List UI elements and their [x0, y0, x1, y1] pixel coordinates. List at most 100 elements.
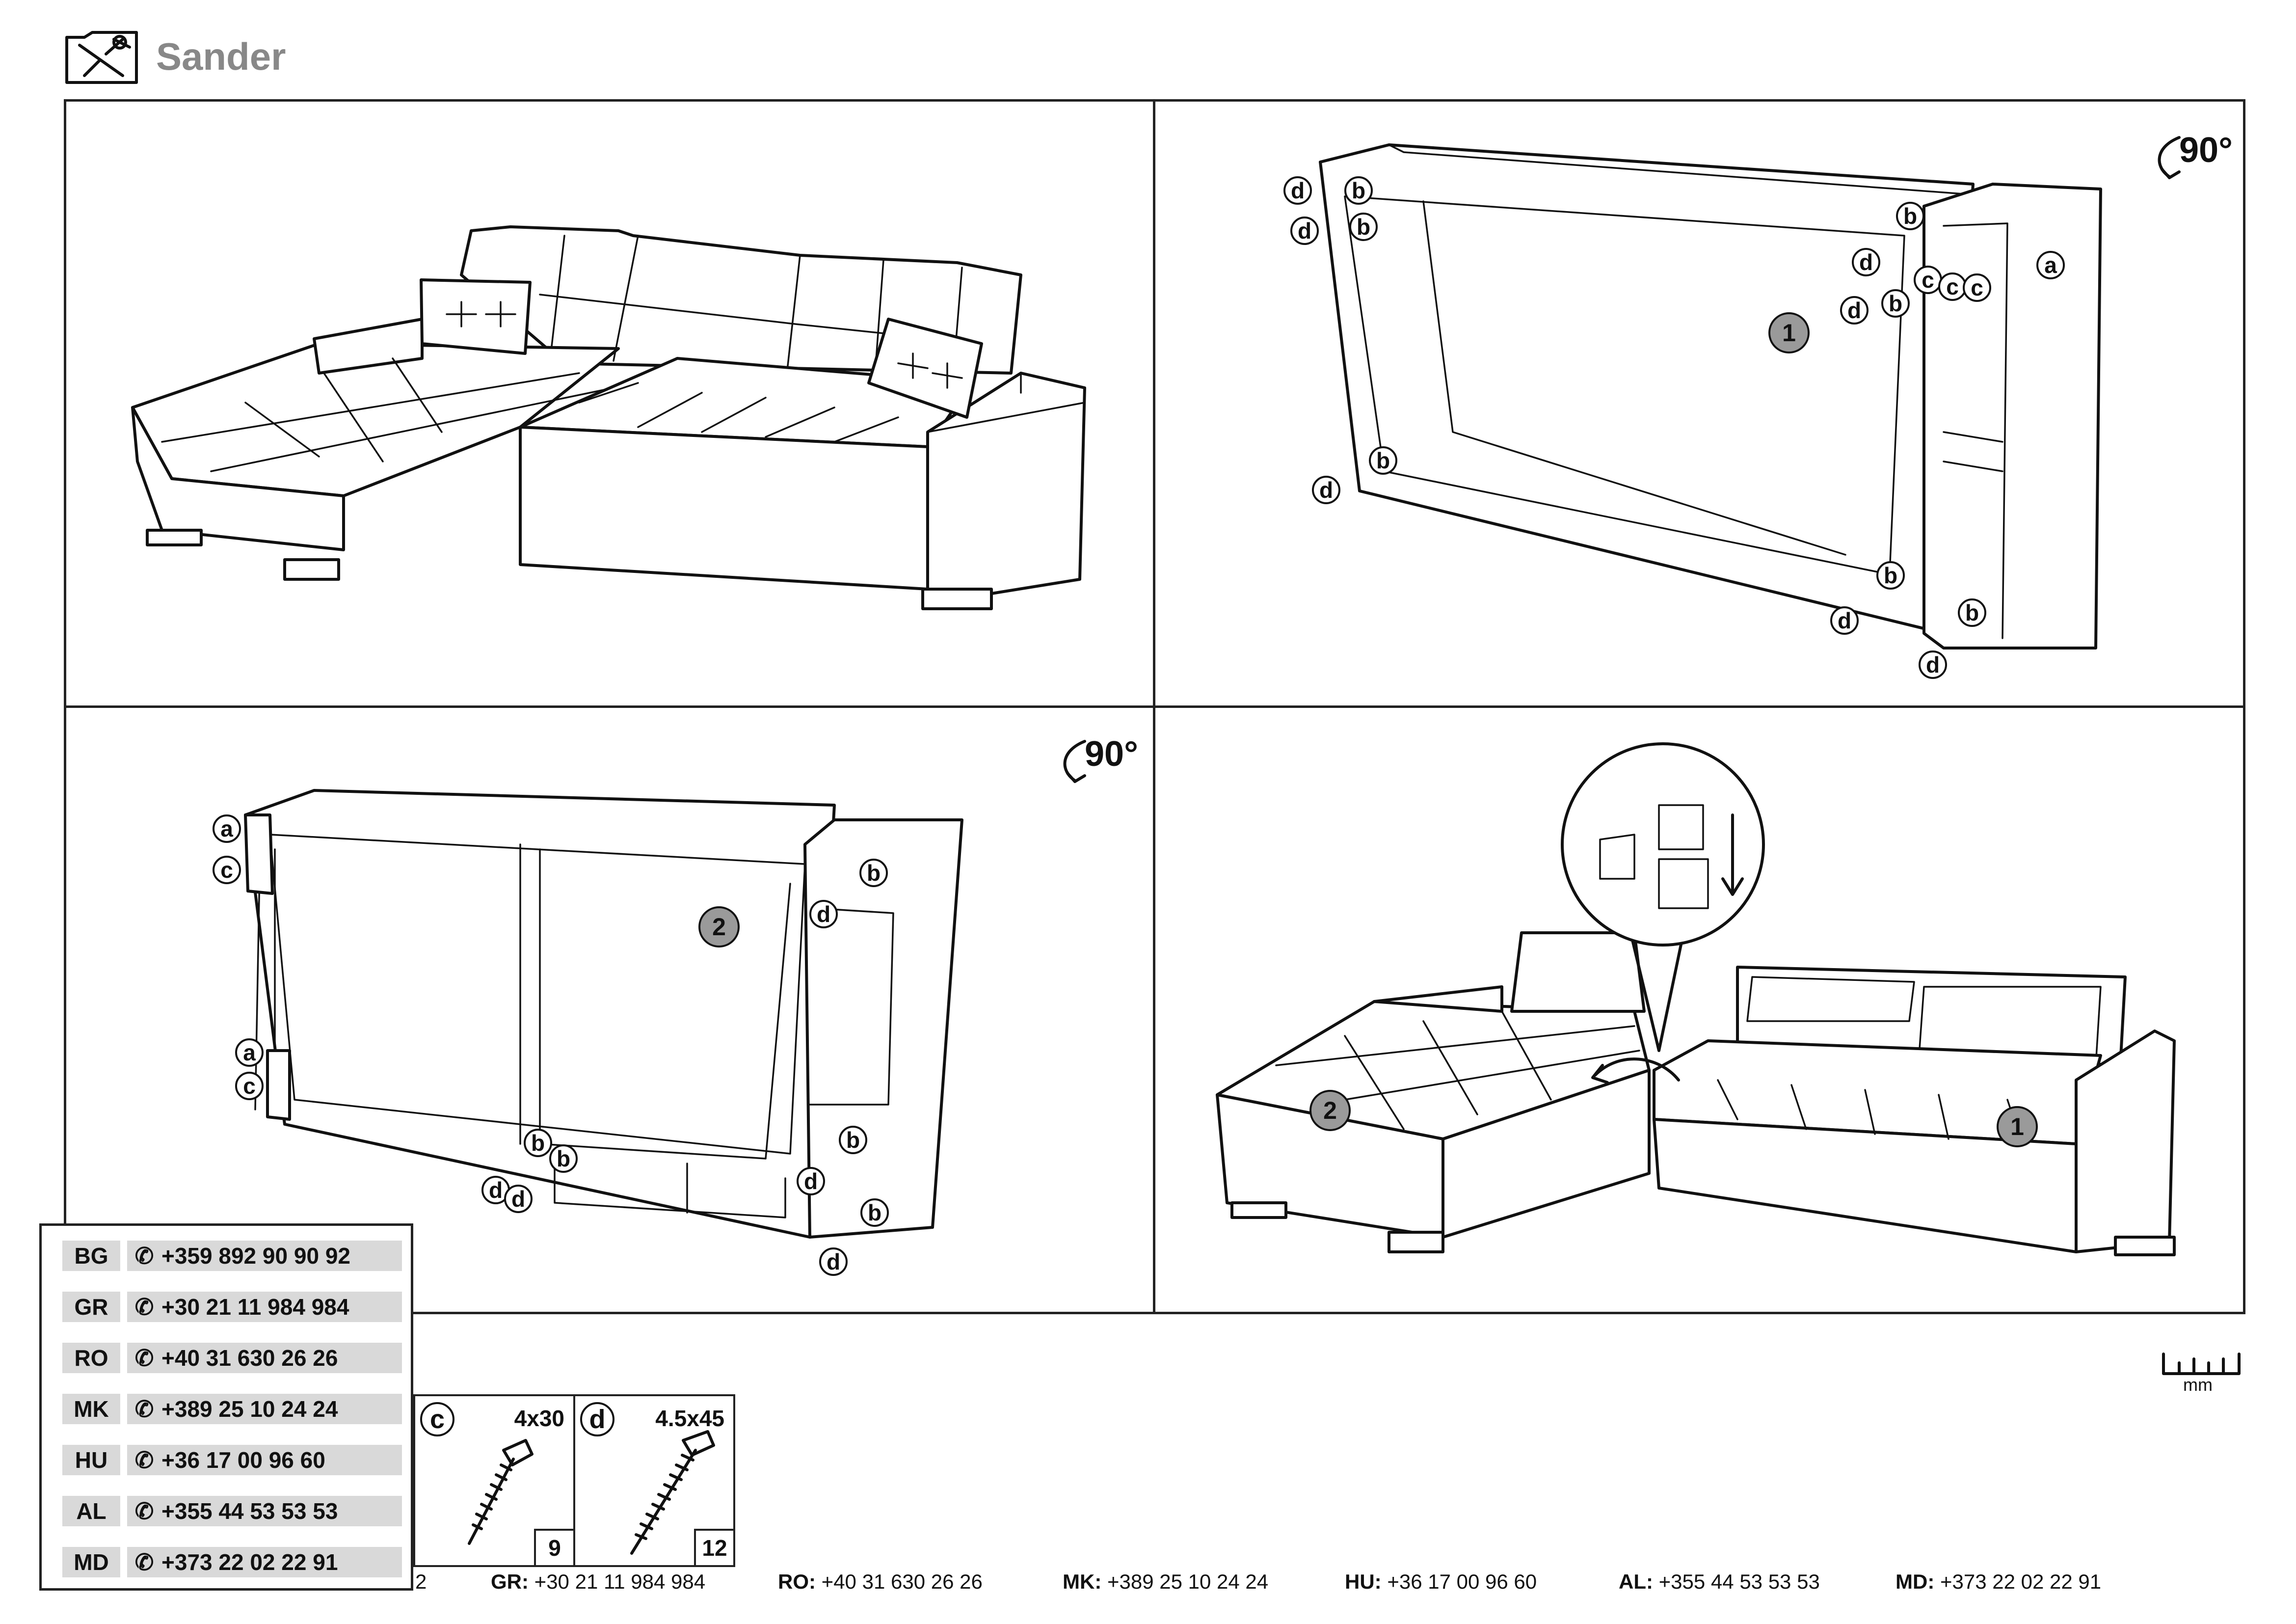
contact-row-bg: BG ✆+359 892 90 90 92: [62, 1241, 402, 1271]
label-d: d: [1852, 248, 1880, 276]
footer-contacts: 2 GR: +30 21 11 984 984 RO: +40 31 630 2…: [0, 1570, 2296, 1599]
phone-field: ✆ +373 22 02 22 91: [127, 1547, 402, 1577]
svg-text:b: b: [1903, 203, 1917, 229]
label-a: a: [2036, 251, 2065, 279]
contact-row-md: MD ✆ +373 22 02 22 91: [62, 1547, 402, 1577]
phone-field: ✆+40 31 630 26 26: [127, 1343, 402, 1373]
svg-text:b: b: [1965, 600, 1979, 625]
svg-text:d: d: [1847, 298, 1861, 323]
country-code: GR: [62, 1292, 120, 1322]
label-b: b: [524, 1129, 552, 1157]
svg-text:b: b: [1352, 178, 1365, 203]
contact-row-hu: HU ✆ +36 17 00 96 60: [62, 1445, 402, 1475]
phone-icon: ✆: [134, 1294, 154, 1320]
label-b: b: [859, 859, 888, 887]
footer-code: RO:: [778, 1570, 816, 1593]
country-code: HU: [62, 1445, 120, 1475]
label-b: b: [839, 1126, 867, 1154]
phone-number: +389 25 10 24 24: [161, 1396, 338, 1422]
product-name: Sander: [156, 35, 286, 78]
footer-item: RO: +40 31 630 26 26: [778, 1570, 983, 1594]
phone-icon: ✆: [134, 1396, 154, 1422]
phone-field: ✆ +389 25 10 24 24: [127, 1394, 402, 1424]
label-c: c: [235, 1072, 264, 1100]
phone-field: ✆+359 892 90 90 92: [127, 1241, 402, 1271]
phone-number: +373 22 02 22 91: [161, 1549, 338, 1575]
footer-code: GR:: [491, 1570, 529, 1593]
svg-text:b: b: [868, 1200, 881, 1225]
svg-text:a: a: [2044, 252, 2057, 278]
screw-quantity: 9: [534, 1529, 573, 1565]
footer-code: HU:: [1345, 1570, 1382, 1593]
label-d: d: [809, 900, 838, 928]
svg-text:c: c: [1946, 274, 1959, 299]
svg-text:c: c: [220, 857, 233, 883]
screw-list: c 4x30 9 d 4.5x45 12: [413, 1394, 735, 1567]
screw-c: c 4x30 9: [413, 1394, 575, 1567]
footer-phone: +373 22 02 22 91: [1940, 1570, 2102, 1593]
label-d: d: [1919, 650, 1947, 679]
label-b: b: [1876, 561, 1905, 590]
svg-text:c: c: [1971, 275, 1983, 300]
screw-quantity: 12: [694, 1529, 733, 1565]
country-code: AL: [62, 1496, 120, 1526]
footer-code: MK:: [1063, 1570, 1102, 1593]
footer-item: HU: +36 17 00 96 60: [1345, 1570, 1537, 1594]
label-b: b: [1369, 446, 1397, 475]
svg-text:2: 2: [712, 913, 726, 941]
svg-text:d: d: [511, 1186, 525, 1212]
screw-icon: [630, 1430, 715, 1555]
svg-text:b: b: [1884, 563, 1897, 588]
label-b: b: [1344, 176, 1373, 205]
step-panel-4: [1153, 705, 2245, 1314]
svg-text:b: b: [1889, 291, 1902, 316]
svg-text:b: b: [846, 1127, 860, 1153]
label-d: d: [1290, 217, 1319, 245]
footer-item: MD: +373 22 02 22 91: [1896, 1570, 2101, 1594]
footer-item: MK: +389 25 10 24 24: [1063, 1570, 1268, 1594]
ruler-icon: [2162, 1353, 2241, 1375]
svg-text:d: d: [804, 1168, 818, 1194]
svg-text:a: a: [243, 1040, 256, 1065]
svg-text:c: c: [1922, 267, 1934, 293]
label-b: b: [1881, 289, 1910, 318]
phone-icon: ✆: [134, 1549, 154, 1575]
svg-text:b: b: [1357, 214, 1370, 240]
tools-icon: [65, 31, 138, 84]
phone-icon: ✆: [134, 1447, 154, 1473]
svg-text:d: d: [827, 1249, 840, 1274]
label-d: d: [481, 1176, 510, 1204]
label-c: c: [1938, 272, 1967, 301]
label-b: b: [860, 1198, 889, 1227]
label-d: d: [1283, 176, 1312, 205]
svg-text:d: d: [817, 901, 830, 927]
label-a: a: [213, 814, 241, 843]
contact-row-gr: GR ✆ +30 21 11 984 984: [62, 1292, 402, 1322]
svg-text:1: 1: [1782, 319, 1796, 347]
country-code: RO: [62, 1343, 120, 1373]
country-code: MD: [62, 1547, 120, 1577]
footer-code: MD:: [1896, 1570, 1935, 1593]
footer-phone: +36 17 00 96 60: [1387, 1570, 1537, 1593]
phone-icon: ✆: [134, 1498, 154, 1524]
phone-number: +36 17 00 96 60: [161, 1447, 325, 1473]
svg-text:2: 2: [1323, 1097, 1337, 1124]
label-c: c: [1914, 266, 1942, 294]
phone-number: +30 21 11 984 984: [161, 1294, 349, 1320]
support-contacts: BG ✆+359 892 90 90 92 GR ✆ +30 21 11 984 …: [39, 1223, 413, 1591]
label-d: d: [1312, 476, 1340, 504]
screw-letter: c: [420, 1402, 454, 1436]
country-code: BG: [62, 1241, 120, 1271]
screw-letter: d: [580, 1402, 614, 1436]
label-d: d: [504, 1185, 533, 1213]
svg-text:b: b: [1376, 448, 1390, 473]
contact-row-mk: MK ✆+389 25 10 24 24: [62, 1394, 402, 1424]
